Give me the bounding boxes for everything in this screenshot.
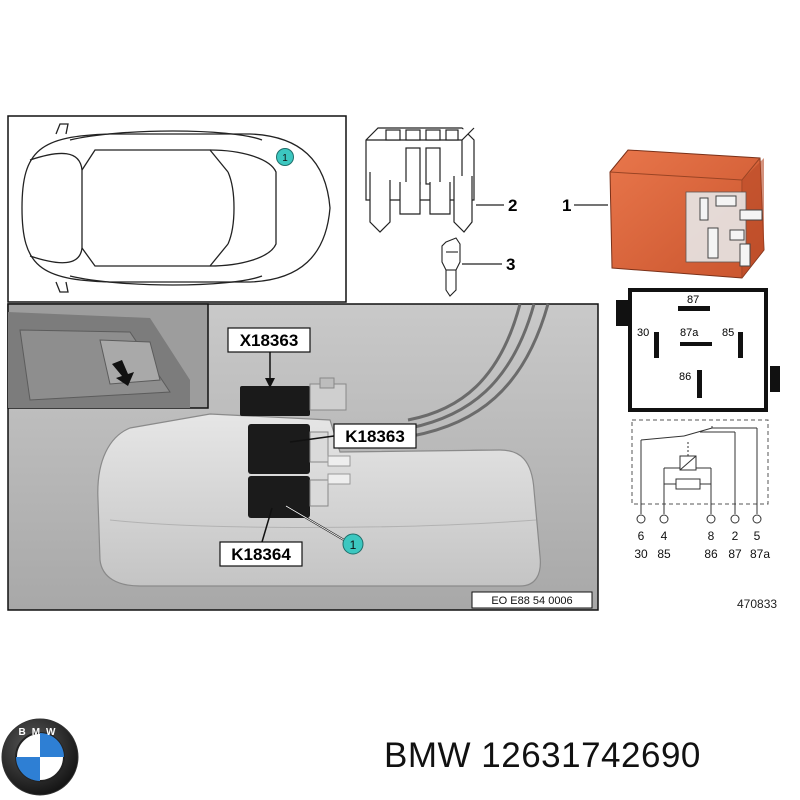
terminal-pin	[441, 237, 461, 297]
relay-pinout: 87 30 87a 85 86	[616, 288, 780, 412]
schematic-pin-bottom-5: 87a	[750, 547, 770, 561]
car-outline	[21, 123, 331, 293]
label-k18363: K18363	[289, 423, 417, 449]
pinout-85: 85	[722, 327, 734, 339]
pinout-87a: 87a	[680, 327, 699, 339]
socket-callout: 2	[508, 196, 517, 215]
pinout-87: 87	[687, 294, 699, 306]
inset-photo	[7, 303, 209, 409]
label-x18363-text: X18363	[240, 331, 299, 350]
label-k18364: K18364	[219, 507, 303, 567]
relay-socket	[365, 127, 475, 233]
schematic-pin-bottom-3: 86	[704, 547, 718, 561]
document-number: 470833	[737, 597, 778, 611]
bmw-logo: BMW	[1, 718, 79, 796]
inset-arrow	[112, 360, 134, 386]
installation-photo	[7, 303, 599, 611]
car-callout-badge: 1	[276, 148, 294, 166]
part-number-heading: BMW 12631742690	[384, 736, 701, 775]
label-x18363: X18363	[227, 327, 311, 388]
label-k18364-text: K18364	[231, 545, 291, 564]
bmw-logo-lettering: BMW	[19, 727, 62, 738]
photo-reference-text: EO E88 54 0006	[491, 595, 572, 607]
schematic-pin-top-1: 6	[638, 529, 645, 543]
photo-callout: 1	[285, 505, 364, 555]
schematic-pin-top-4: 2	[732, 529, 739, 543]
pinout-86: 86	[679, 371, 691, 383]
schematic-pin-bottom-1: 30	[634, 547, 648, 561]
photo-callout-text: 1	[350, 538, 357, 552]
label-k18363-text: K18363	[345, 427, 405, 446]
connector-x18363	[240, 386, 310, 416]
pinout-30: 30	[637, 327, 649, 339]
car-location-panel: 1	[7, 115, 347, 303]
schematic-pin-bottom-4: 87	[728, 547, 742, 561]
relay-body	[609, 149, 765, 279]
relay-k18363	[248, 424, 310, 474]
car-callout-text: 1	[282, 153, 288, 164]
schematic-pin-top-3: 8	[708, 529, 715, 543]
relay-schematic: 6 4 8 2 5 30 85 86 87 87a	[631, 419, 770, 561]
relay-k18364	[248, 476, 310, 518]
schematic-pin-top-5: 5	[754, 529, 761, 543]
schematic-pin-bottom-2: 85	[657, 547, 671, 561]
terminal-callout: 3	[506, 255, 515, 274]
photo-reference: EO E88 54 0006	[471, 591, 593, 609]
relay-callout: 1	[562, 196, 571, 215]
schematic-pin-top-2: 4	[661, 529, 668, 543]
